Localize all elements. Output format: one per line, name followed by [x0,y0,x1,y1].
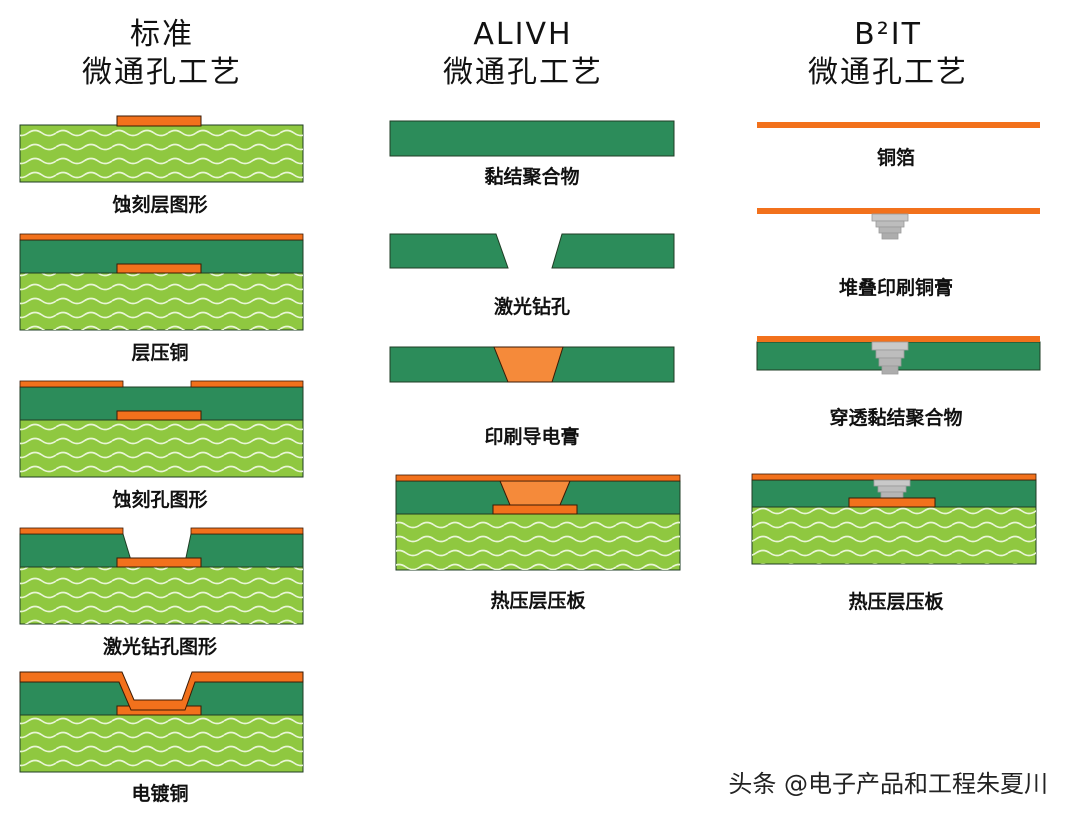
copper-foil-right [190,380,304,388]
step-label: 铜箔 [876,147,915,169]
standard-title: 标准 微通孔工艺 [12,16,312,92]
title-line2: 微通孔工艺 [82,55,242,90]
alivh-step1-graphic [389,120,675,157]
copper-foil [757,208,1040,214]
alivh-step3-graphic [389,346,675,383]
std-step3-graphic [19,380,304,478]
watermark: 头条 @电子产品和工程朱夏川 [728,770,1048,798]
dielectric-right [183,681,304,716]
std-step2-graphic [19,233,304,331]
title-line2: 微通孔工艺 [808,55,968,90]
copper-pad [116,410,202,421]
conductive-paste [499,480,571,506]
std-step5-graphic [19,671,304,773]
dielectric-left [19,681,134,716]
step-label: 黏结聚合物 [484,166,580,188]
alivh-step2-graphic [389,233,675,269]
printed-paste-bump [871,213,909,240]
std-step1-graphic [19,115,304,183]
step-label: 激光钻孔 [493,296,570,318]
b2it-step4-graphic [751,473,1037,565]
step-label: 激光钻孔图形 [102,636,217,658]
step-label: 堆叠印刷铜膏 [838,277,953,299]
step-label: 穿透黏结聚合物 [829,407,963,429]
copper-foil [19,233,304,241]
title-line1: ALIVH [473,17,573,52]
conductive-paste [493,346,564,383]
copper-foil [751,473,1037,481]
std-step4-graphic [19,527,304,625]
polymer-layer [389,120,675,157]
plated-copper [19,671,304,711]
copper-foil-right [190,527,304,535]
copper-foil [757,122,1040,128]
copper-foil [395,474,681,482]
step-label: 层压铜 [131,342,189,364]
copper-foil [757,336,1040,342]
step-label: 热压层压板 [848,591,944,613]
b2it-title: B²IT 微通孔工艺 [738,16,1038,92]
copper-foil-left [19,527,124,535]
b2it-step2-graphic [757,208,1040,240]
b2it-step1-graphic [757,122,1040,128]
printed-paste-bump [871,341,909,375]
copper-pad [116,557,202,568]
polymer-right [551,233,675,269]
dielectric-right [183,533,304,568]
polymer-left [389,233,509,269]
copper-foil-left [19,380,124,388]
dielectric-left [19,533,134,568]
title-line1: B²IT [854,17,922,52]
copper-pad [116,263,202,274]
printed-paste-bump [873,479,911,499]
step-label: 蚀刻孔图形 [112,489,208,511]
title-line1: 标准 [130,17,194,52]
step-label: 蚀刻层图形 [112,194,208,216]
b2it-step3-graphic [756,336,1041,375]
copper-pad [848,497,936,508]
title-line2: 微通孔工艺 [443,55,603,90]
alivh-step4-graphic [395,474,681,571]
copper-pad [116,115,202,127]
step-label: 电镀铜 [131,783,189,805]
step-label: 印刷导电膏 [484,426,580,448]
copper-pad [492,504,578,515]
step-label: 热压层压板 [490,590,586,612]
alivh-title: ALIVH 微通孔工艺 [373,16,673,92]
